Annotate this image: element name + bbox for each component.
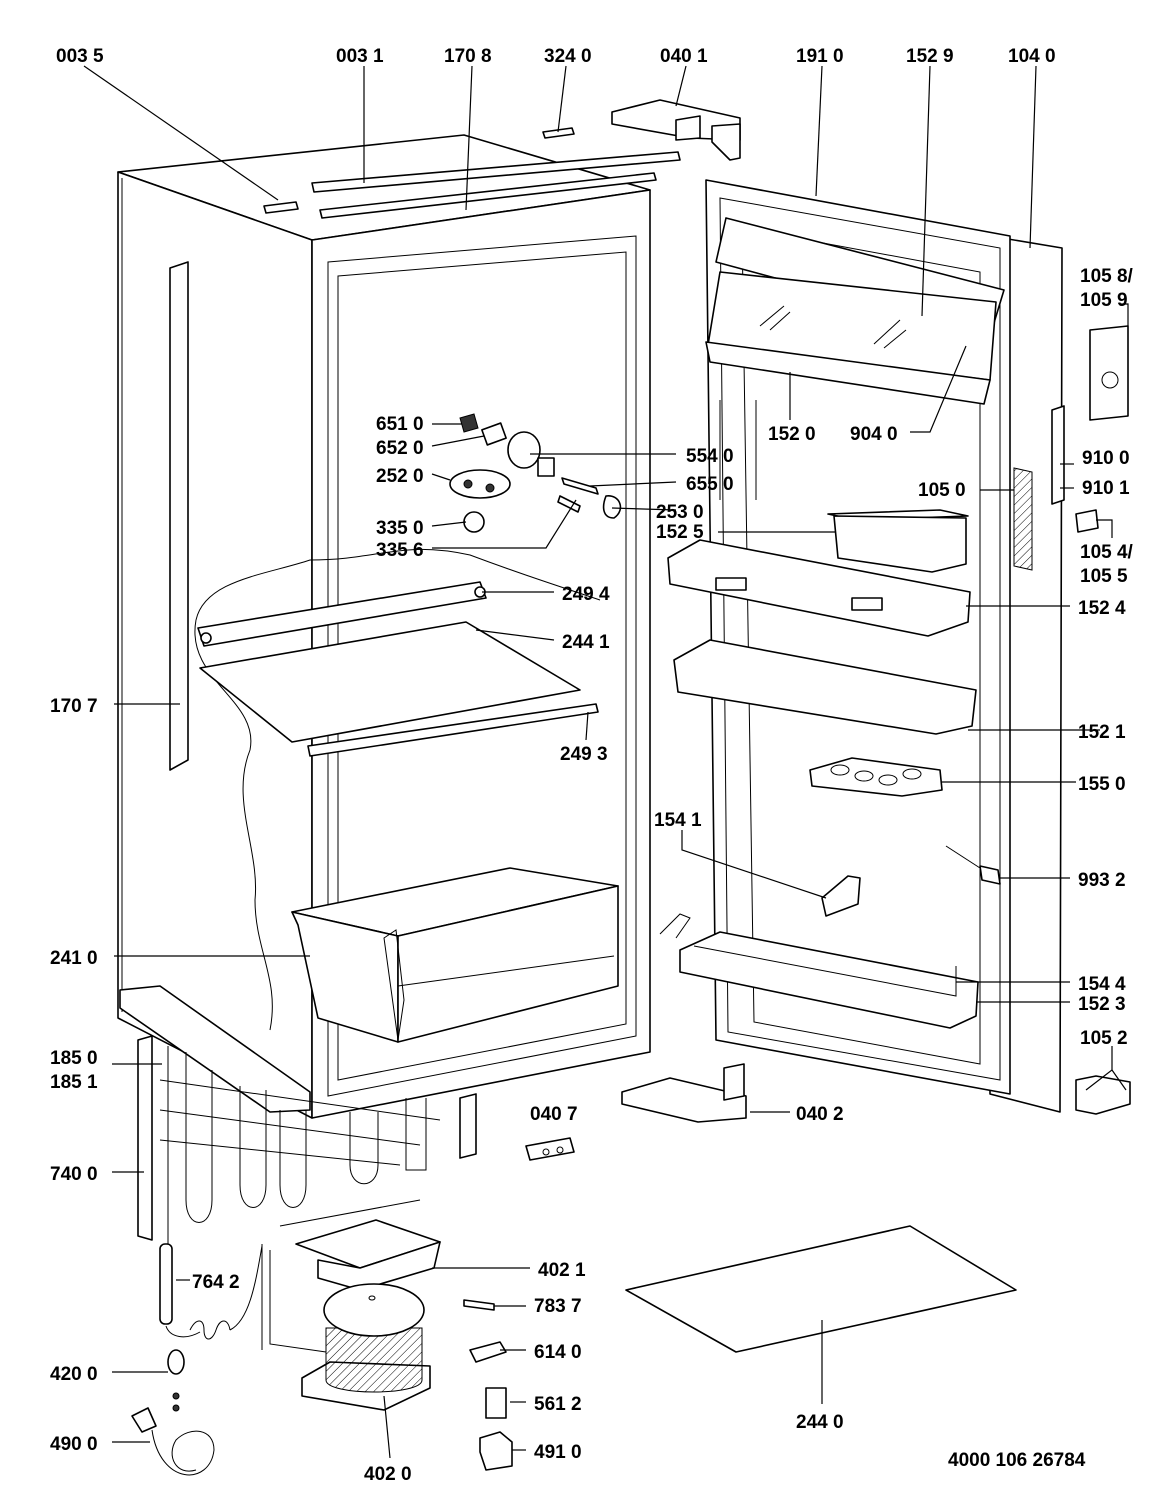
glass-plate [625, 1225, 1017, 1353]
callout-152-1: 152 1 [1078, 722, 1126, 743]
glass-shelf-assembly [197, 581, 599, 757]
callout-335-6: 335 6 [376, 540, 424, 561]
refrigerant-pipe [261, 1199, 421, 1353]
callout-152-0: 152 0 [768, 424, 816, 445]
callout-249-4: 249 4 [562, 584, 610, 605]
callout-185-1: 185 1 [50, 1072, 98, 1093]
door-shelf-middle [673, 639, 977, 735]
top-door-hinge [1051, 325, 1129, 505]
callout-614-0: 614 0 [534, 1342, 582, 1363]
callout-105-8: 105 8/ [1080, 266, 1134, 287]
callout-252-0: 252 0 [376, 466, 424, 487]
callout-105-9: 105 9 [1080, 290, 1128, 311]
callout-170-7: 170 7 [50, 696, 98, 717]
top-rail-parts [263, 127, 681, 219]
callout-155-0: 155 0 [1078, 774, 1126, 795]
callout-993-2: 993 2 [1078, 870, 1126, 891]
callout-152-9: 152 9 [906, 46, 954, 67]
cutaway-outline [195, 548, 601, 621]
callout-105-4: 105 4/ [1080, 542, 1134, 563]
callout-244-0: 244 0 [796, 1412, 844, 1433]
leader-lines [83, 65, 1129, 1459]
callout-104-0: 104 0 [1008, 46, 1056, 67]
door-shelf-upper [667, 539, 971, 637]
callout-170-8: 170 8 [444, 46, 492, 67]
power-cord [131, 1349, 215, 1476]
callout-154-4: 154 4 [1078, 974, 1126, 995]
callout-655-0: 655 0 [686, 474, 734, 495]
callout-554-0: 554 0 [686, 446, 734, 467]
callout-040-2: 040 2 [796, 1104, 844, 1125]
callout-040-7: 040 7 [530, 1104, 578, 1125]
callout-651-0: 651 0 [376, 414, 424, 435]
callout-420-0: 420 0 [50, 1364, 98, 1385]
callout-335-0: 335 0 [376, 518, 424, 539]
callout-152-5: 152 5 [656, 522, 704, 543]
callout-105-2: 105 2 [1080, 1028, 1128, 1049]
door-handle-strip [1013, 467, 1033, 571]
thermostat-lamp-parts [449, 413, 622, 533]
callout-740-0: 740 0 [50, 1164, 98, 1185]
callout-402-0: 402 0 [364, 1464, 412, 1485]
callout-652-0: 652 0 [376, 438, 424, 459]
callout-904-0: 904 0 [850, 424, 898, 445]
top-hinge [611, 99, 741, 161]
filter-dryer [159, 1243, 263, 1340]
bottle-divider [821, 875, 861, 917]
callout-490-0: 490 0 [50, 1434, 98, 1455]
egg-tray [809, 757, 943, 797]
callout-253-0: 253 0 [656, 502, 704, 523]
crisper-drawer [291, 867, 619, 1043]
door-shelf-egg [827, 509, 969, 573]
callout-191-0: 191 0 [796, 46, 844, 67]
callout-244-1: 244 1 [562, 632, 610, 653]
document-number: 4000 106 26784 [948, 1450, 1086, 1471]
callout-105-0: 105 0 [918, 480, 966, 501]
callout-241-0: 241 0 [50, 948, 98, 969]
door-shelf-bottom [659, 913, 979, 1029]
callout-185-0: 185 0 [50, 1048, 98, 1069]
bottom-door-hinge [1075, 1075, 1131, 1115]
callout-152-4: 152 4 [1078, 598, 1126, 619]
door-sensor [945, 845, 1001, 885]
callout-152-3: 152 3 [1078, 994, 1126, 1015]
side-trim-strip [169, 261, 189, 771]
callout-910-0: 910 0 [1082, 448, 1130, 469]
callout-561-2: 561 2 [534, 1394, 582, 1415]
bottom-front-trim [119, 985, 311, 1113]
callout-324-0: 324 0 [544, 46, 592, 67]
bottom-hinge [621, 1063, 747, 1123]
callout-402-1: 402 1 [538, 1260, 586, 1281]
callout-764-2: 764 2 [192, 1272, 240, 1293]
callout-labels: 003 5 003 1 170 8 324 0 040 1 191 0 152 … [50, 46, 1134, 1485]
compressor [301, 1283, 431, 1411]
door [705, 179, 1063, 1113]
callout-105-5: 105 5 [1080, 566, 1128, 587]
callout-491-0: 491 0 [534, 1442, 582, 1463]
drip-tray [295, 1219, 441, 1291]
callout-040-1: 040 1 [660, 46, 708, 67]
condenser [137, 1035, 477, 1250]
callout-003-5: 003 5 [56, 46, 104, 67]
callout-154-1: 154 1 [654, 810, 702, 831]
callout-910-1: 910 1 [1082, 478, 1130, 499]
small-electrical-parts [463, 1137, 575, 1471]
callout-249-3: 249 3 [560, 744, 608, 765]
door-stop [1075, 509, 1099, 533]
callout-003-1: 003 1 [336, 46, 384, 67]
callout-783-7: 783 7 [534, 1296, 582, 1317]
dairy-compartment [705, 217, 1005, 405]
